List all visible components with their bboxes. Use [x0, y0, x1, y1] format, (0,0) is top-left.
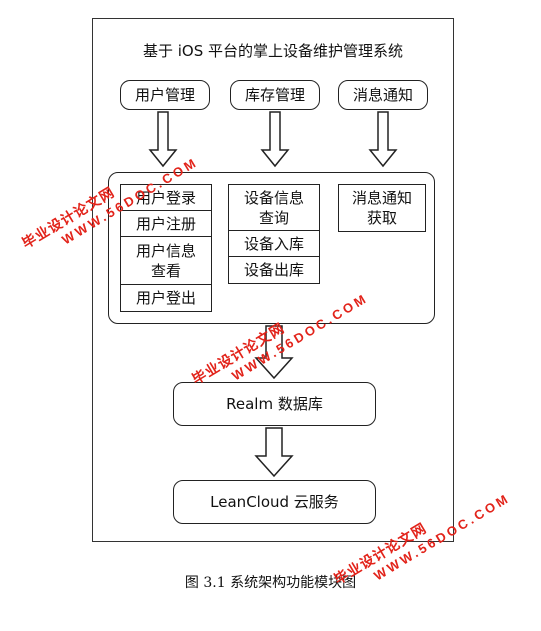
user-register-box: 用户注册 — [120, 210, 212, 238]
module-message-notification: 消息通知 — [338, 80, 428, 110]
diagram-frame — [92, 18, 454, 542]
arrow-container-to-realm — [254, 325, 294, 380]
user-login-box: 用户登录 — [120, 184, 212, 212]
device-info-query-box: 设备信息 查询 — [228, 184, 320, 232]
module-user-management: 用户管理 — [120, 80, 210, 110]
leancloud-service-box: LeanCloud 云服务 — [173, 480, 376, 524]
message-fetch-box: 消息通知 获取 — [338, 184, 426, 232]
user-logout-box: 用户登出 — [120, 284, 212, 312]
arrow-message-down — [368, 111, 398, 168]
device-stock-in-box: 设备入库 — [228, 230, 320, 258]
module-stock-management: 库存管理 — [230, 80, 320, 110]
device-stock-out-box: 设备出库 — [228, 256, 320, 284]
diagram-title: 基于 iOS 平台的掌上设备维护管理系统 — [142, 42, 404, 60]
realm-database-box: Realm 数据库 — [173, 382, 376, 426]
arrow-user-down — [148, 111, 178, 168]
arrow-stock-down — [260, 111, 290, 168]
user-info-view-box: 用户信息 查看 — [120, 236, 212, 286]
arrow-realm-to-cloud — [254, 427, 294, 478]
figure-caption: 图 3.1 系统架构功能模块图 — [184, 575, 357, 591]
